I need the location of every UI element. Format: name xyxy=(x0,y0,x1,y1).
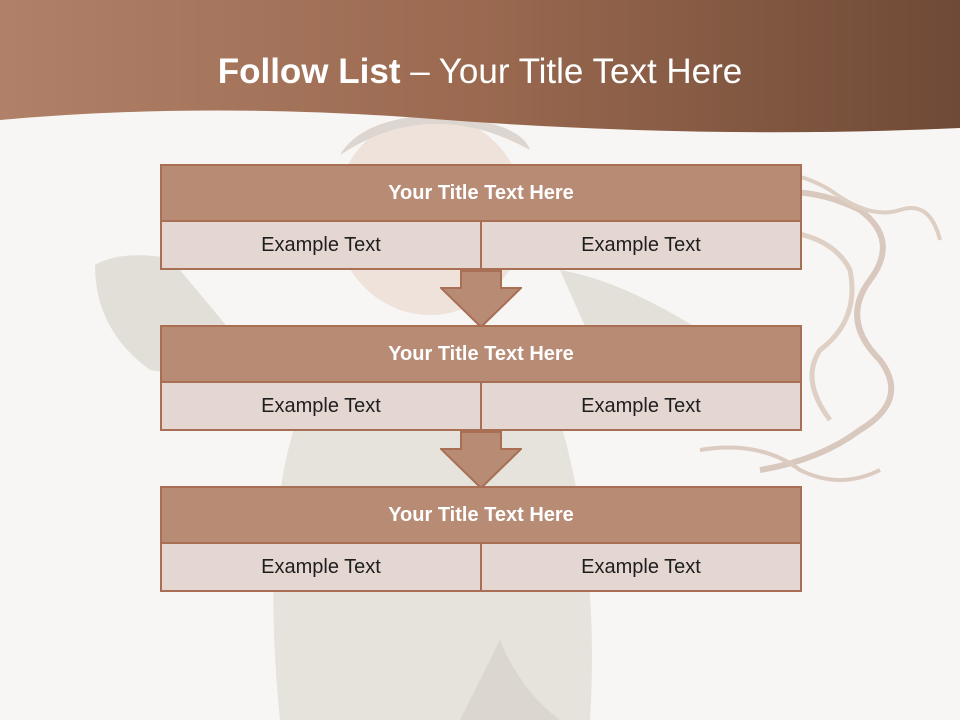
box-cell-right: Example Text xyxy=(480,222,800,268)
box-cell-left: Example Text xyxy=(261,233,381,256)
box-cell-left: Example Text xyxy=(261,555,381,578)
list-box-3: Your Title Text Here Example Text Exampl… xyxy=(160,486,802,592)
box-row: Example Text Example Text xyxy=(162,544,800,590)
box-cell-left: Example Text xyxy=(261,394,381,417)
title-bold: Follow List xyxy=(217,52,401,91)
box-cell-right: Example Text xyxy=(480,544,800,590)
slide-title: Follow List – Your Title Text Here xyxy=(0,52,960,92)
box-title: Your Title Text Here xyxy=(162,327,800,383)
down-arrow-icon xyxy=(440,431,522,489)
title-rest: – Your Title Text Here xyxy=(400,52,743,91)
box-title: Your Title Text Here xyxy=(162,488,800,544)
box-row: Example Text Example Text xyxy=(162,222,800,268)
box-cell-right: Example Text xyxy=(480,383,800,429)
list-box-1: Your Title Text Here Example Text Exampl… xyxy=(160,164,802,270)
list-box-2: Your Title Text Here Example Text Exampl… xyxy=(160,325,802,431)
down-arrow-icon xyxy=(440,270,522,328)
box-title: Your Title Text Here xyxy=(162,166,800,222)
header-band xyxy=(0,0,960,133)
box-row: Example Text Example Text xyxy=(162,383,800,429)
